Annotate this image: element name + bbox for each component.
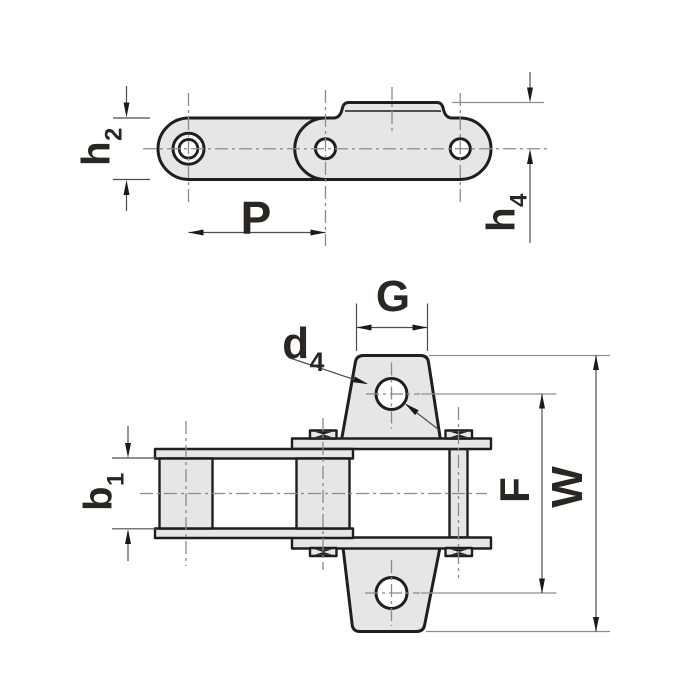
dim-label-h4: h4 xyxy=(479,193,533,232)
dim-label-F: F xyxy=(491,477,539,503)
outer-plate-top xyxy=(290,437,493,451)
dim-label-b1: b1 xyxy=(76,472,130,511)
dimension-d4-leader xyxy=(288,356,439,430)
dimension-P xyxy=(188,229,326,236)
plan-view xyxy=(112,303,610,633)
dimension-h4 xyxy=(452,72,544,243)
side-view-attachment-link-plate xyxy=(293,101,493,181)
dimension-b1 xyxy=(112,426,156,561)
hole-top-crosshair xyxy=(366,362,420,429)
outer-plate-bottom xyxy=(290,536,493,550)
side-view xyxy=(113,72,548,246)
dimension-W xyxy=(426,354,610,633)
inner-plate-bottom xyxy=(153,527,355,540)
dimension-F xyxy=(421,393,557,594)
dim-label-P: P xyxy=(240,192,272,245)
dimension-G xyxy=(355,303,429,351)
dimension-h2 xyxy=(113,86,150,211)
dim-label-d4: d4 xyxy=(282,318,325,378)
hole-bottom-crosshair xyxy=(365,560,420,626)
dim-label-G: G xyxy=(375,271,411,321)
dim-label-h2: h2 xyxy=(74,127,128,166)
inner-plate-top xyxy=(153,447,355,460)
dim-label-W: W xyxy=(542,466,592,508)
